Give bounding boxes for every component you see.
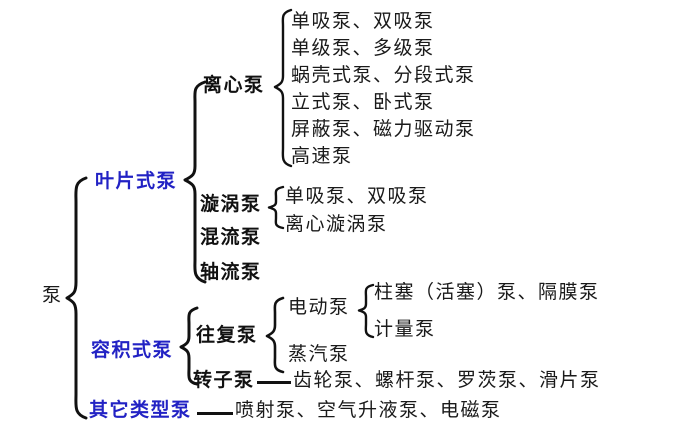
node-axial-flow-pump: 轴流泵 [200, 261, 262, 283]
leaf-other-type: 喷射泵、空气升液泵、电磁泵 [235, 399, 502, 421]
node-steam-pump: 蒸汽泵 [288, 343, 350, 365]
leaf-vortex-0: 单吸泵、双吸泵 [285, 185, 429, 207]
leaf-centrifugal-5: 高速泵 [291, 145, 353, 167]
brace-reciprocating-pump [264, 296, 286, 374]
brace-electric-pump [356, 283, 376, 339]
brace-vortex-pump [266, 185, 286, 230]
node-other-type-pump: 其它类型泵 [89, 399, 192, 421]
brace-centrifugal-pump [272, 8, 294, 168]
leaf-centrifugal-2: 蜗壳式泵、分段式泵 [291, 64, 476, 86]
leaf-centrifugal-0: 单吸泵、双吸泵 [291, 10, 435, 32]
node-centrifugal-pump: 离心泵 [203, 74, 265, 96]
leaf-centrifugal-1: 单级泵、多级泵 [291, 37, 435, 59]
node-electric-pump: 电动泵 [288, 296, 350, 318]
node-rotor-pump: 转子泵 [193, 369, 255, 391]
brace-volumetric-pump [178, 306, 200, 386]
leaf-vortex-1: 离心漩涡泵 [285, 213, 388, 235]
brace-vane-pump [182, 80, 208, 284]
node-volumetric-pump: 容积式泵 [91, 339, 174, 361]
node-mixed-flow-pump: 混流泵 [200, 226, 262, 248]
leaf-centrifugal-3: 立式泵、卧式泵 [291, 91, 435, 113]
leaf-centrifugal-4: 屏蔽泵、磁力驱动泵 [291, 118, 476, 140]
leaf-electric-0: 柱塞（活塞）泵、隔膜泵 [374, 281, 600, 303]
node-vortex-pump: 漩涡泵 [200, 193, 262, 215]
node-vane-pump: 叶片式泵 [95, 170, 178, 192]
node-reciprocating-pump: 往复泵 [196, 324, 258, 346]
leaf-electric-1: 计量泵 [374, 318, 436, 340]
connector-other-type-pump [197, 412, 233, 415]
root-node-pump: 泵 [42, 284, 62, 306]
connector-rotor-pump [257, 381, 291, 384]
brace-root [64, 176, 90, 420]
leaf-rotor: 齿轮泵、螺杆泵、罗茨泵、滑片泵 [293, 369, 601, 391]
